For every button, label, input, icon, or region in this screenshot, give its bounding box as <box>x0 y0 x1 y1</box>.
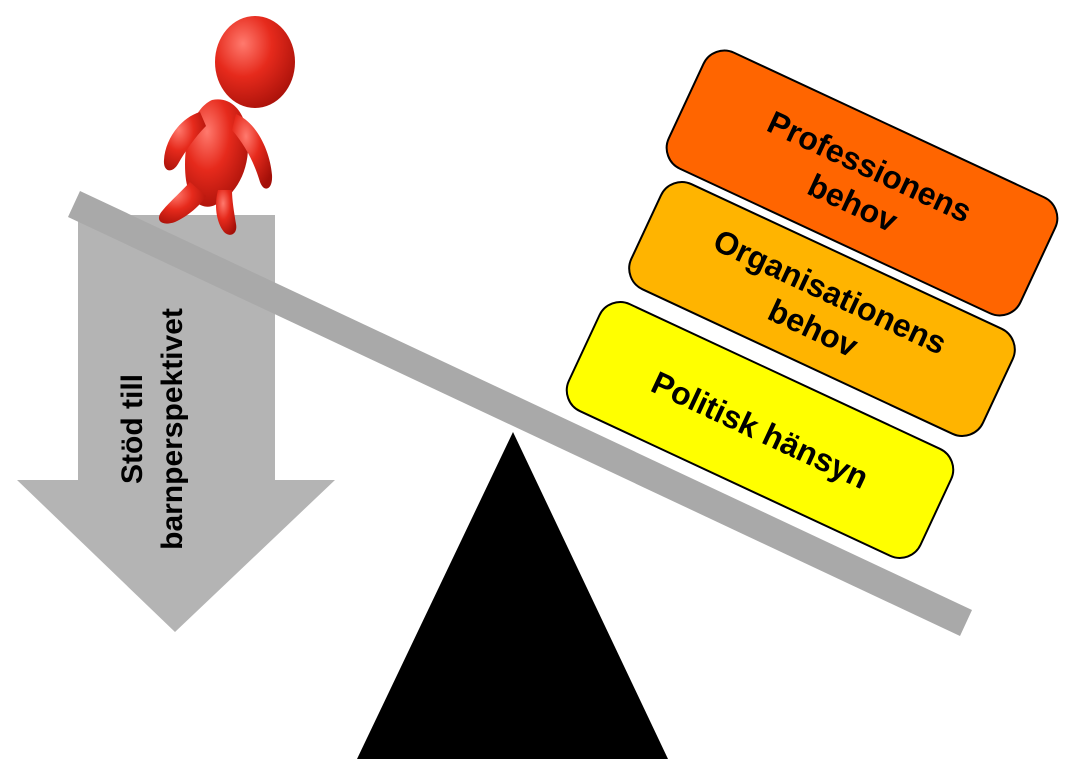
seesaw-beam <box>68 191 972 636</box>
red-person-figure-icon <box>158 16 295 235</box>
arrow-label-line-1: Stöd till <box>116 374 150 484</box>
arrow-label: Stöd till barnperspektivet <box>103 259 203 599</box>
figure-left-leg <box>158 182 206 224</box>
figure-left-arm <box>163 112 206 171</box>
arrow-label-line-2: barnperspektivet <box>156 308 190 550</box>
fulcrum-triangle <box>357 432 668 759</box>
down-arrow <box>17 215 335 632</box>
figure-head <box>215 16 295 108</box>
figure-right-leg <box>216 190 237 235</box>
figure-right-arm <box>232 114 273 189</box>
